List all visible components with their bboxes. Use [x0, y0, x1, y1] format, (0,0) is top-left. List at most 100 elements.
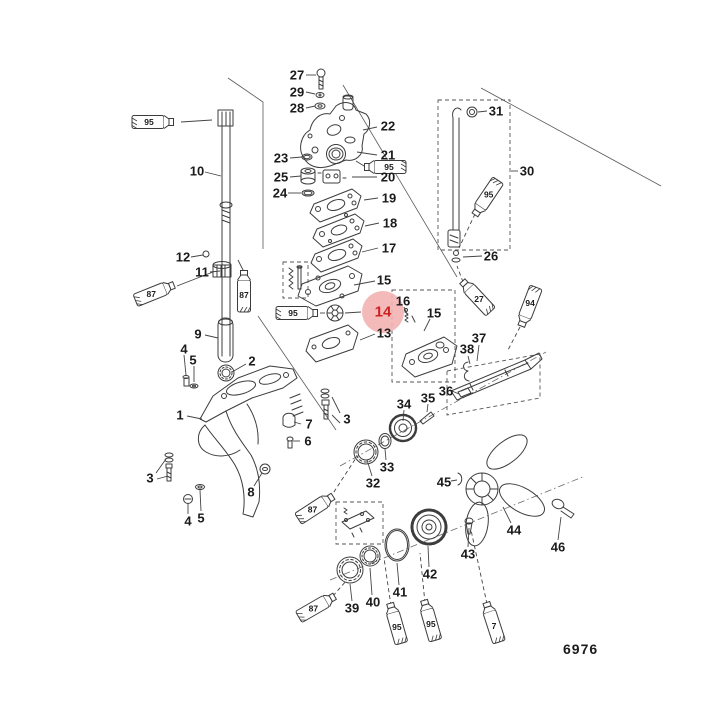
svg-text:87: 87 [309, 604, 319, 614]
plate-kit-box [335, 501, 384, 545]
svg-text:17: 17 [382, 241, 396, 256]
callout-43[interactable]: 43 [461, 547, 475, 562]
svg-text:25: 25 [274, 170, 288, 185]
pump-base-with-cam [401, 336, 458, 378]
callout-5[interactable]: 5 [189, 353, 196, 368]
leader-line [199, 489, 202, 512]
callout-7[interactable]: 7 [305, 417, 312, 432]
leader-line [156, 475, 169, 480]
svg-text:95: 95 [384, 162, 394, 172]
leader-line [477, 110, 488, 113]
callout-30[interactable]: 30 [520, 164, 534, 179]
callout-46[interactable]: 46 [551, 540, 565, 555]
svg-text:42: 42 [423, 567, 437, 582]
svg-text:13: 13 [377, 326, 391, 341]
leader-line [204, 334, 219, 339]
svg-text:87: 87 [146, 289, 156, 299]
callout-13[interactable]: 13 [377, 326, 391, 341]
pump-gasket-upper [309, 188, 362, 223]
callout-9[interactable]: 9 [194, 327, 201, 342]
callout-23[interactable]: 23 [274, 151, 288, 166]
sealant-tube-87: 87 [237, 270, 251, 313]
leader-line [396, 562, 400, 586]
callout-34[interactable]: 34 [397, 397, 412, 412]
callout-41[interactable]: 41 [393, 585, 407, 600]
callout-21[interactable]: 21 [381, 148, 395, 163]
svg-text:95: 95 [144, 117, 154, 127]
svg-text:29: 29 [290, 85, 304, 100]
callout-36[interactable]: 36 [439, 384, 453, 399]
leader-line [289, 156, 303, 159]
callout-44[interactable]: 44 [507, 523, 522, 538]
callout-1[interactable]: 1 [176, 408, 183, 423]
callout-19[interactable]: 19 [382, 191, 396, 206]
callout-3[interactable]: 3 [146, 471, 153, 486]
svg-text:26: 26 [484, 249, 498, 264]
callout-12[interactable]: 12 [176, 250, 190, 265]
callout-3[interactable]: 3 [343, 412, 350, 427]
callout-10[interactable]: 10 [190, 164, 204, 179]
reverse-gear-carrier [410, 508, 448, 546]
callout-14[interactable]: 14 [362, 291, 404, 333]
callout-42[interactable]: 42 [423, 567, 437, 582]
sealant-tube-95: 95 [471, 177, 504, 218]
leader-line [426, 403, 429, 413]
callout-35[interactable]: 35 [421, 391, 435, 406]
seal-carrier [326, 144, 346, 164]
svg-text:3: 3 [343, 412, 350, 427]
leader-line [355, 160, 365, 167]
highlight-circle[interactable] [362, 291, 404, 333]
callout-45[interactable]: 45 [437, 475, 451, 490]
callout-38[interactable]: 38 [460, 342, 474, 357]
svg-text:34: 34 [397, 397, 412, 412]
callout-22[interactable]: 22 [381, 119, 395, 134]
callout-17[interactable]: 17 [382, 241, 396, 256]
callout-24[interactable]: 24 [273, 186, 288, 201]
callout-20[interactable]: 20 [381, 170, 395, 185]
svg-text:15: 15 [377, 273, 391, 288]
callout-32[interactable]: 32 [366, 476, 380, 491]
leader-line [331, 414, 341, 424]
callout-15[interactable]: 15 [427, 306, 441, 321]
callout-31[interactable]: 31 [489, 104, 503, 119]
callout-6[interactable]: 6 [304, 434, 311, 449]
leader-line [507, 326, 521, 351]
callout-2[interactable]: 2 [248, 354, 255, 369]
callout-37[interactable]: 37 [472, 331, 486, 346]
callout-4[interactable]: 4 [180, 342, 188, 357]
svg-text:87: 87 [239, 290, 249, 300]
callout-5[interactable]: 5 [197, 511, 204, 526]
callout-26[interactable]: 26 [484, 249, 498, 264]
callout-11[interactable]: 11 [195, 265, 209, 280]
callout-28[interactable]: 28 [290, 101, 304, 116]
sealant-tube-7: 7 [482, 600, 506, 645]
callout-18[interactable]: 18 [383, 216, 397, 231]
cam-spring [404, 308, 416, 323]
callout-16[interactable]: 16 [396, 294, 410, 309]
svg-text:43: 43 [461, 547, 475, 562]
carrier-screw [464, 517, 474, 535]
callout-15[interactable]: 15 [377, 273, 391, 288]
callout-33[interactable]: 33 [380, 460, 394, 475]
detent-kit-box [282, 261, 309, 299]
cross-pin [419, 411, 435, 425]
retainer-clip [202, 250, 210, 258]
callout-8[interactable]: 8 [247, 485, 254, 500]
callout-27[interactable]: 27 [290, 68, 304, 83]
base-gasket [305, 324, 359, 363]
leader-line [458, 213, 476, 249]
leader-line [467, 527, 470, 548]
leader-line [476, 344, 480, 362]
sealant-tube-87: 87 [294, 492, 336, 525]
detent-spring-and-pin [288, 265, 303, 290]
callout-4[interactable]: 4 [184, 514, 192, 529]
callout-25[interactable]: 25 [274, 170, 288, 185]
svg-text:95: 95 [484, 190, 494, 200]
callout-39[interactable]: 39 [345, 601, 359, 616]
svg-text:12: 12 [176, 250, 190, 265]
callout-29[interactable]: 29 [290, 85, 304, 100]
water-pump-body [300, 94, 371, 169]
leader-line [253, 472, 263, 487]
callout-40[interactable]: 40 [366, 595, 380, 610]
leader-line [364, 222, 380, 227]
